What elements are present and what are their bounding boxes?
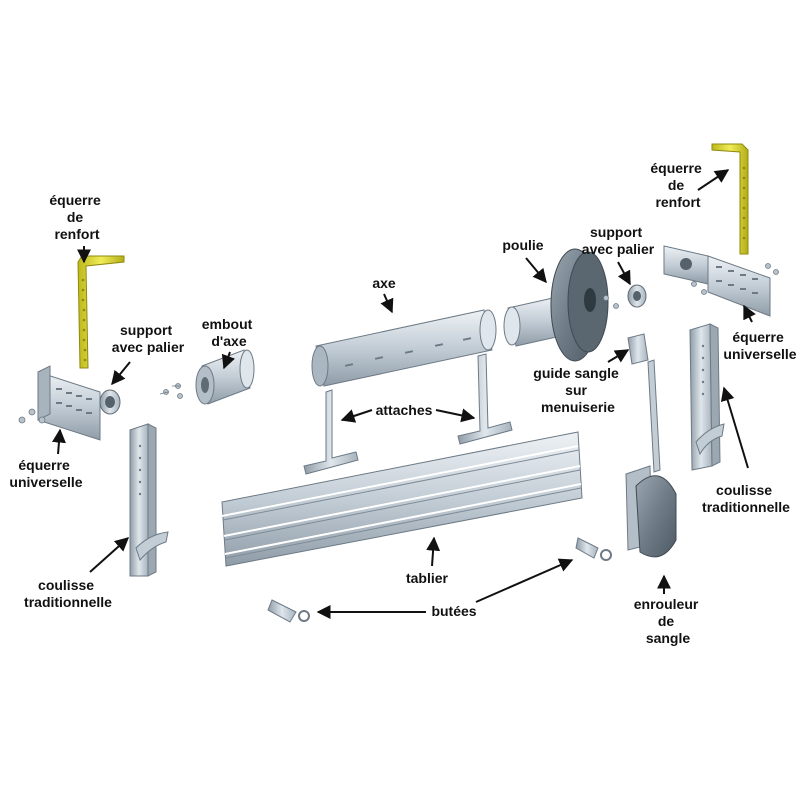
label-tablier: tablier xyxy=(406,570,449,586)
support-palier-right-part xyxy=(603,284,647,309)
guide-sangle-part xyxy=(627,333,649,365)
label-equerre-universelle-left: équerre universelle xyxy=(9,457,82,490)
equerre-universelle-right-part xyxy=(663,245,779,317)
arrow-attaches-right xyxy=(435,408,476,423)
arrow-tablier xyxy=(426,536,441,567)
poulie-part xyxy=(503,248,609,362)
label-equerre-renfort-left: équerre de renfort xyxy=(49,192,104,242)
arrow-coulisse-right xyxy=(720,386,749,469)
equerre-universelle-left-part xyxy=(18,365,101,441)
butee-left-part xyxy=(267,599,310,623)
label-support-palier-right: support avec palier xyxy=(582,224,655,257)
tablier-part xyxy=(221,431,583,567)
arrow-butees-right xyxy=(475,558,574,603)
label-butees: butées xyxy=(431,603,476,619)
coulisse-left-part xyxy=(129,423,169,577)
axe-part xyxy=(311,309,497,387)
embout-axe-part xyxy=(195,349,255,405)
enrouleur-sangle-part xyxy=(625,359,677,558)
label-coulisse-left: coulisse traditionnelle xyxy=(24,577,112,610)
equerre-renfort-right-part xyxy=(711,143,749,255)
labels: équerre de renfort support avec palier é… xyxy=(9,160,796,646)
label-enrouleur: enrouleur de sangle xyxy=(634,596,702,646)
coulisse-right-part xyxy=(689,323,725,471)
butee-right-part xyxy=(575,537,612,561)
label-attaches: attaches xyxy=(376,402,433,418)
label-support-palier-left: support avec palier xyxy=(112,322,185,355)
annotation-arrows xyxy=(51,169,756,619)
arrow-equerre-renfort-right xyxy=(697,169,730,191)
arrow-support-palier-right xyxy=(617,261,631,286)
label-axe: axe xyxy=(372,275,396,291)
label-embout-axe: embout d'axe xyxy=(202,316,256,349)
arrow-coulisse-left xyxy=(89,537,130,573)
arrow-equerre-universelle-right xyxy=(743,304,756,323)
support-palier-left-part xyxy=(99,383,183,415)
arrow-equerre-universelle-left xyxy=(51,428,66,455)
arrow-embout-axe xyxy=(221,351,235,370)
arrow-poulie xyxy=(525,257,547,284)
attaches-part xyxy=(303,353,513,475)
arrow-attaches-left xyxy=(340,409,373,423)
label-equerre-renfort-right: équerre de renfort xyxy=(650,160,705,210)
label-coulisse-right: coulisse traditionnelle xyxy=(702,482,790,515)
arrow-guide-sangle xyxy=(607,349,630,363)
arrow-support-palier-left xyxy=(111,361,131,386)
label-equerre-universelle-right: équerre universelle xyxy=(723,329,796,362)
arrow-axe xyxy=(380,293,394,314)
equerre-renfort-left-part xyxy=(77,255,125,369)
label-guide-sangle: guide sangle sur menuiserie xyxy=(533,365,622,415)
label-poulie: poulie xyxy=(502,237,543,253)
